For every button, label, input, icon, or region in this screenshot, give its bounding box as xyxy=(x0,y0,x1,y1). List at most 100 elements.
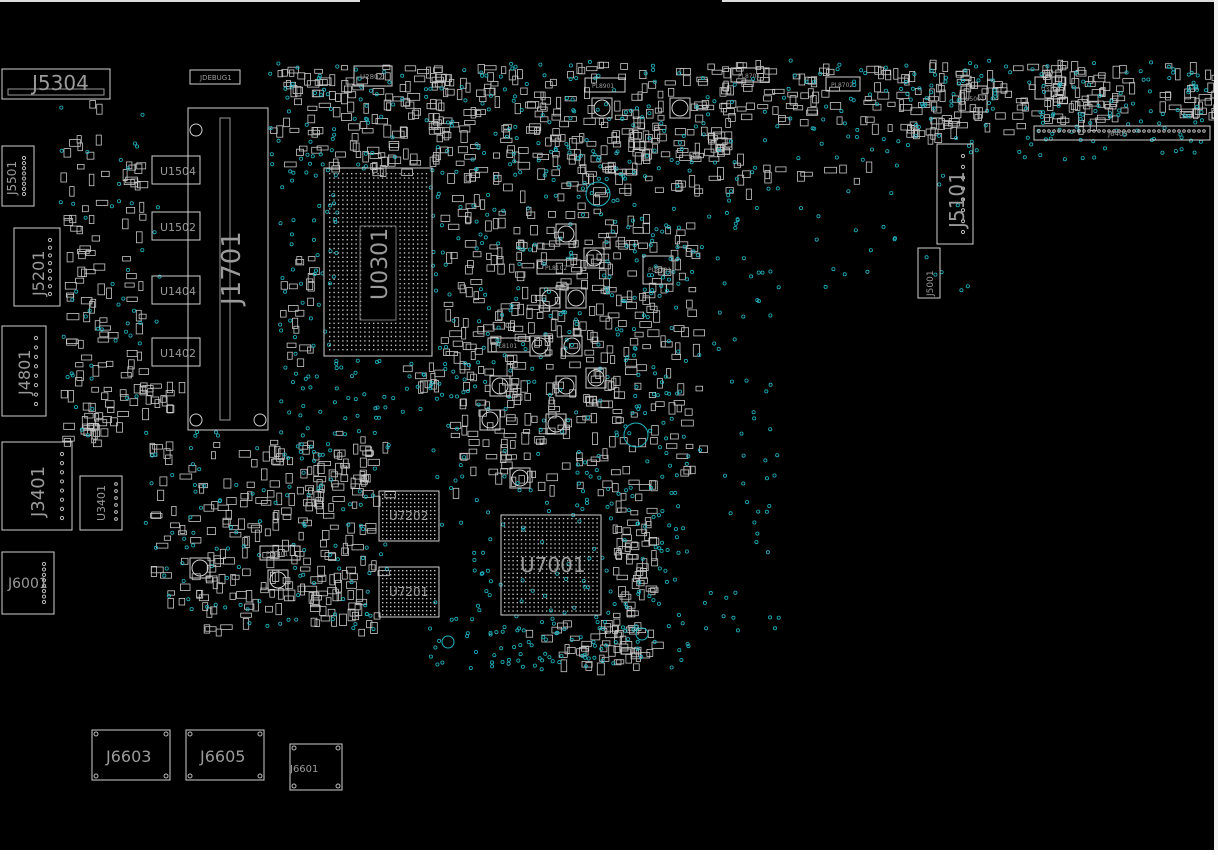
passive-part xyxy=(510,476,517,487)
passive-part xyxy=(984,122,991,133)
via xyxy=(320,162,325,167)
via xyxy=(521,247,526,252)
chip-u7202[interactable] xyxy=(378,490,440,542)
via xyxy=(312,91,317,96)
via xyxy=(732,160,737,165)
via xyxy=(69,371,74,376)
passive-part xyxy=(652,143,658,154)
passive-part xyxy=(572,328,581,336)
inductor-pl8102[interactable] xyxy=(536,259,582,275)
passive-part xyxy=(107,407,115,413)
connector-j6601[interactable] xyxy=(289,743,343,791)
via xyxy=(564,141,569,146)
passive-part xyxy=(590,456,601,462)
connector-j6001[interactable] xyxy=(1,551,55,615)
passive-part xyxy=(226,497,237,505)
connector-j4801[interactable] xyxy=(1,325,47,417)
chip-u1502[interactable] xyxy=(151,211,201,241)
passive-part xyxy=(1116,85,1124,92)
passive-part xyxy=(807,107,818,115)
inductor-pl9301[interactable] xyxy=(259,545,301,561)
via xyxy=(686,644,691,649)
chip-u5001[interactable] xyxy=(960,85,988,113)
connector-j5101[interactable] xyxy=(936,143,974,245)
via xyxy=(299,442,304,447)
chip-u1404[interactable] xyxy=(151,275,201,305)
via xyxy=(782,95,787,100)
ref-label: U0301 xyxy=(368,228,393,300)
chip-u7201[interactable] xyxy=(378,566,440,618)
passive-part xyxy=(318,102,331,108)
passive-part xyxy=(525,629,534,638)
via xyxy=(621,298,626,303)
via xyxy=(1141,77,1146,82)
via xyxy=(289,242,294,247)
via xyxy=(128,333,133,338)
via xyxy=(357,489,362,494)
connector-j6603[interactable] xyxy=(91,729,171,781)
passive-part xyxy=(676,404,682,413)
chip-pu8301[interactable] xyxy=(642,255,674,285)
passive-part xyxy=(110,417,118,427)
chip-u1504[interactable] xyxy=(151,155,201,185)
passive-part xyxy=(737,62,748,68)
passive-part xyxy=(587,105,595,114)
chip-u1402[interactable] xyxy=(151,337,201,367)
connector-j5501[interactable] xyxy=(1,145,35,207)
chip-u0301[interactable] xyxy=(323,167,433,357)
via xyxy=(1040,120,1045,125)
passive-part xyxy=(938,118,945,130)
passive-part xyxy=(569,361,581,369)
via xyxy=(514,136,519,141)
passive-part xyxy=(242,618,250,630)
via xyxy=(269,152,274,157)
chip-u2802[interactable] xyxy=(353,65,393,87)
passive-part xyxy=(470,466,477,477)
via xyxy=(1072,85,1077,90)
passive-part xyxy=(122,218,129,230)
via xyxy=(751,77,756,82)
via xyxy=(291,542,296,547)
via xyxy=(283,289,288,294)
connector-j3401[interactable] xyxy=(1,441,73,531)
chip-u3401[interactable] xyxy=(79,475,123,531)
passive-part xyxy=(198,594,210,602)
connector-j6605[interactable] xyxy=(185,729,265,781)
connector-j5201[interactable] xyxy=(13,227,61,307)
passive-part xyxy=(1078,111,1085,123)
via xyxy=(667,277,672,282)
inductor-pl8702[interactable] xyxy=(825,76,861,92)
inductor-pl8701[interactable] xyxy=(730,67,770,83)
passive-part xyxy=(139,213,147,221)
via xyxy=(634,106,639,111)
passive-part xyxy=(292,86,304,94)
via xyxy=(473,650,478,655)
chip-u7001[interactable] xyxy=(500,514,602,616)
via xyxy=(684,549,689,554)
passive-part xyxy=(576,452,583,461)
via xyxy=(609,501,614,506)
passive-part xyxy=(313,476,327,483)
inductor-pl8901[interactable] xyxy=(584,77,626,93)
connector-jdebug1[interactable] xyxy=(189,69,241,85)
connector-j5001[interactable] xyxy=(917,247,941,299)
connector-j6403[interactable] xyxy=(1033,125,1211,141)
chip-u3701[interactable] xyxy=(1034,76,1066,100)
passive-part xyxy=(442,127,451,133)
passive-part xyxy=(1050,65,1062,73)
passive-part xyxy=(247,491,253,501)
passive-part xyxy=(599,654,605,662)
via xyxy=(89,376,94,381)
connector-j5304[interactable] xyxy=(1,68,111,100)
via xyxy=(193,433,198,438)
passive-part xyxy=(459,125,471,133)
via xyxy=(298,449,303,454)
passive-part xyxy=(295,259,305,266)
passive-part xyxy=(615,500,622,513)
passive-part xyxy=(464,154,476,160)
connector-j1701[interactable] xyxy=(187,107,269,431)
via xyxy=(599,646,604,651)
via xyxy=(957,81,962,86)
